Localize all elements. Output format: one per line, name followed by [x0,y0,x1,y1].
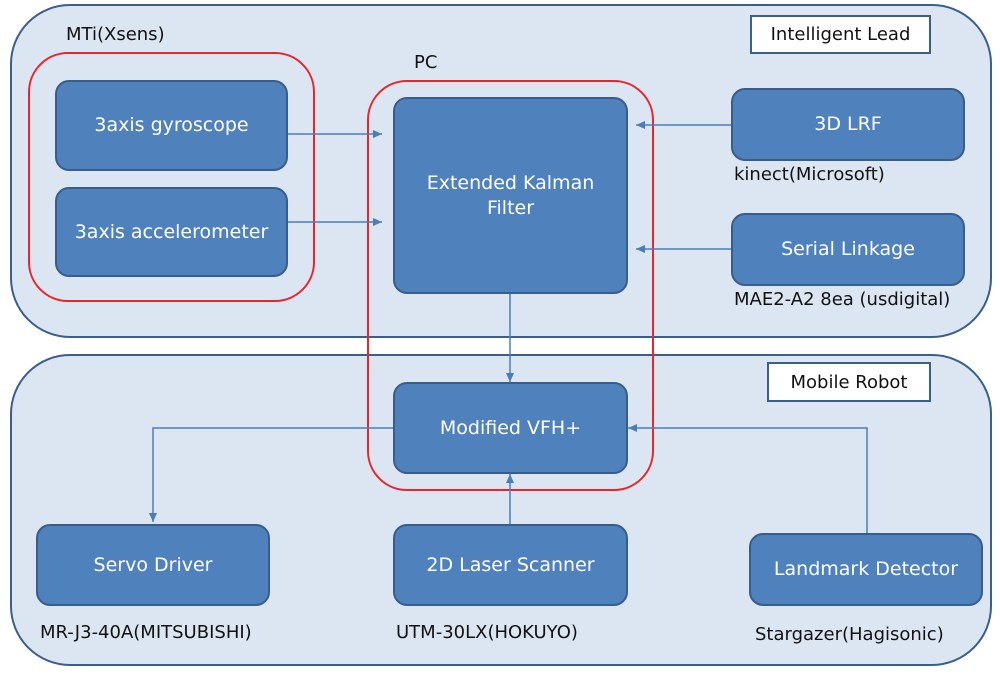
vfh-block: Modified VFH+ [393,382,628,474]
landmark-detector-caption: Stargazer(Hagisonic) [755,624,944,645]
landmark-detector-block: Landmark Detector [749,533,983,606]
servo-driver-block: Servo Driver [36,524,270,606]
arrow-vfh-to-servo [149,427,393,522]
gyroscope-block: 3axis gyroscope [55,80,288,171]
laser-scanner-caption: UTM-30LX(HOKUYO) [396,622,578,643]
mobile-robot-title: Mobile Robot [767,362,931,402]
mti-group [28,52,315,302]
pc-group-label: PC [414,52,438,73]
mti-group-label: MTi(Xsens) [66,24,165,45]
servo-driver-caption: MR-J3-40A(MITSUBISHI) [40,622,252,643]
ekf-block: Extended Kalman Filter [393,97,628,294]
serial-linkage-caption: MAE2-A2 8ea (usdigital) [734,289,951,310]
lrf-3d-caption: kinect(Microsoft) [734,164,885,185]
accelerometer-block: 3axis accelerometer [55,187,288,277]
serial-linkage-block: Serial Linkage [731,213,965,286]
lrf-3d-block: 3D LRF [731,88,965,161]
arrow-landmark-to-vfh [628,424,868,533]
intelligent-lead-title: Intelligent Lead [750,15,931,54]
laser-scanner-block: 2D Laser Scanner [393,524,628,606]
